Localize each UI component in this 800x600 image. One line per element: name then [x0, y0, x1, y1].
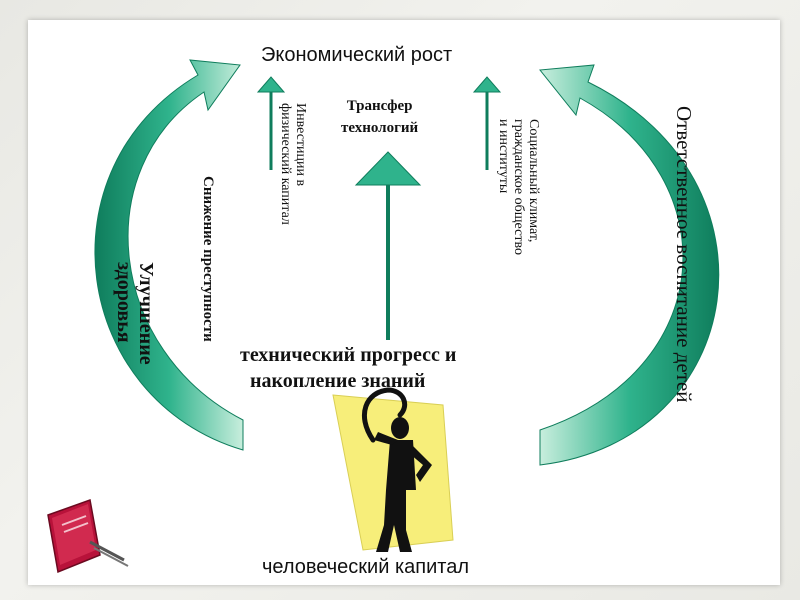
label-crime: Снижение преступности	[200, 176, 216, 342]
transfer-line-2: технологий	[341, 119, 419, 136]
title-economic-growth: Экономический рост	[261, 44, 453, 66]
progress-line-1: технический прогресс и	[240, 344, 457, 366]
investment-line-2: физический капитал	[277, 103, 293, 225]
social-line-2: гражданское общество	[510, 119, 526, 255]
arrow-progress	[354, 151, 422, 340]
health-line-2: здоровья	[113, 262, 136, 343]
transfer-line-1: Трансфер	[346, 98, 413, 114]
arrow-social	[472, 76, 502, 170]
arrow-investment	[256, 76, 286, 170]
social-line-3: и институты	[495, 119, 511, 194]
progress-line-2: накопление знаний	[250, 370, 426, 392]
diagram-graphics	[47, 59, 720, 574]
label-investment: Инвестиции в физический капитал	[264, 103, 308, 323]
book-icon	[47, 498, 129, 574]
thinking-person-icon	[332, 387, 454, 552]
right-curved-arrow	[539, 64, 720, 466]
label-transfer-technology: Трансфер технологий	[341, 96, 418, 140]
health-line-1: Улучшение	[135, 262, 157, 365]
slide: Экономический рост Трансфер технологий И…	[28, 20, 780, 585]
social-line-1: Социальный климат,	[526, 119, 541, 243]
left-curved-arrow	[94, 59, 244, 451]
investment-line-1: Инвестиции в	[293, 103, 308, 187]
label-technical-progress: технический прогресс и накопление знаний	[240, 342, 456, 394]
label-social-climate: Социальный климат, гражданское общество …	[475, 119, 541, 339]
label-human-capital: человеческий капитал	[262, 556, 469, 578]
label-health: Улучшение здоровья	[102, 262, 157, 412]
label-parenting: Ответственное воспитание детей	[672, 106, 696, 403]
